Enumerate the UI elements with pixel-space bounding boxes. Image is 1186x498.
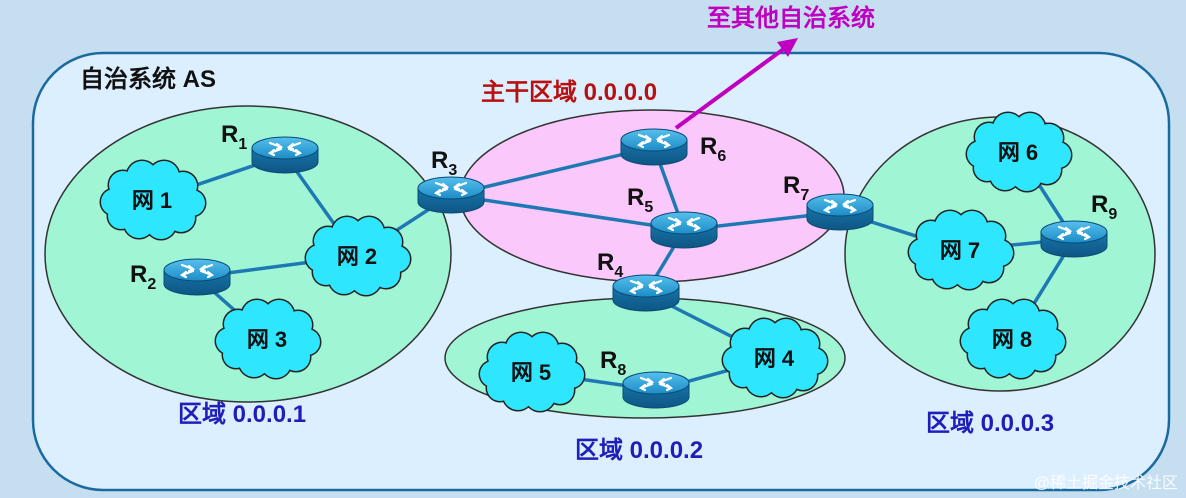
backbone-area-label: 主干区域 0.0.0.0	[481, 79, 657, 106]
router-arrows-icon	[267, 141, 303, 157]
external-arrow	[674, 46, 787, 130]
router-arrows-icon	[628, 279, 664, 295]
networks: 网 1 网 2 网 3 网 4 网 5 网 6 网 7 网 8	[99, 111, 1073, 413]
external-arrow-head	[777, 38, 798, 57]
network-label-n4: 网 4	[754, 346, 795, 371]
watermark: @稀土掘金技术社区	[1034, 474, 1178, 492]
network-label-n5: 网 5	[511, 360, 551, 385]
network-cloud-n5: 网 5	[478, 331, 586, 413]
network-cloud-n6: 网 6	[965, 111, 1073, 193]
network-label-n7: 网 7	[940, 238, 980, 263]
router-arrows-icon	[666, 216, 702, 232]
area-0.0.0.1-label: 区域 0.0.0.1	[178, 401, 306, 428]
link-R3-R6	[450, 145, 655, 197]
router-r1: R1	[221, 121, 319, 174]
router-arrows-icon	[433, 181, 469, 197]
network-cloud-n1: 网 1	[99, 159, 207, 241]
router-arrows-icon	[1056, 225, 1092, 241]
external-as-label: 至其他自治系统	[707, 4, 875, 32]
network-cloud-n4: 网 4	[721, 317, 829, 399]
network-cloud-n2: 网 2	[304, 215, 412, 297]
network-label-n3: 网 3	[247, 327, 287, 352]
router-label-r9: R9	[1091, 191, 1117, 223]
network-label-n2: 网 2	[337, 244, 377, 269]
router-arrows-icon	[638, 376, 674, 392]
network-cloud-n3: 网 3	[214, 298, 322, 380]
area-0.0.0.3-label: 区域 0.0.0.3	[926, 410, 1054, 437]
network-label-n1: 网 1	[132, 188, 172, 213]
link-R3-R5	[450, 193, 685, 232]
router-r7: R7	[783, 172, 874, 231]
network-cloud-n7: 网 7	[907, 209, 1015, 291]
network-label-n6: 网 6	[998, 140, 1038, 165]
router-label-r4: R4	[597, 249, 623, 281]
router-r6: R6	[620, 128, 726, 166]
as-label: 自治系统 AS	[80, 65, 216, 93]
router-r8: R8	[600, 347, 690, 409]
router-arrows-icon	[822, 198, 858, 214]
network-label-n8: 网 8	[992, 327, 1032, 352]
router-arrows-icon	[636, 133, 672, 149]
area-0.0.0.2-label: 区域 0.0.0.2	[575, 437, 703, 464]
router-r9: R9	[1040, 191, 1117, 258]
router-label-r1: R1	[221, 121, 247, 153]
router-r2: R2	[130, 258, 231, 296]
router-arrows-icon	[179, 263, 215, 279]
router-r4: R4	[597, 249, 680, 312]
network-cloud-n8: 网 8	[959, 298, 1067, 380]
